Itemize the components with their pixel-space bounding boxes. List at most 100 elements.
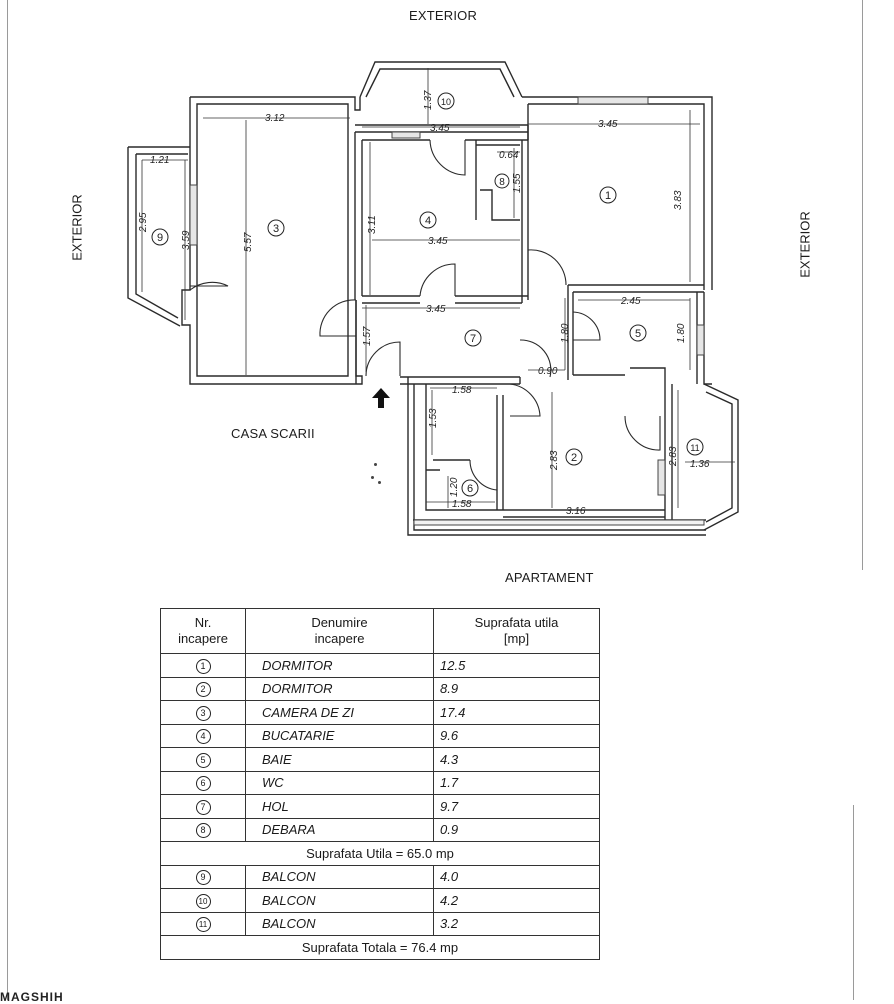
room-name: HOL — [245, 794, 434, 819]
window — [577, 96, 649, 105]
dim-2-95: 2.95 — [138, 212, 149, 233]
page-edge-left — [7, 0, 8, 1000]
scan-speck — [371, 476, 374, 479]
dim-1-80-bath: 1.80 — [676, 323, 687, 343]
room-number-4: 4 — [425, 215, 431, 227]
page-edge-right — [862, 0, 863, 570]
table-row: 8 DEBARA 0.9 — [160, 817, 600, 842]
entrance-arrow-icon — [372, 388, 390, 408]
room-name: DEBARA — [245, 817, 434, 842]
balcony-9-wall — [127, 146, 190, 327]
row-number: 1 — [195, 658, 211, 674]
dim-1-53: 1.53 — [428, 408, 439, 428]
legend-header-row: Nr. incapere Denumire incapere Suprafata… — [160, 608, 600, 654]
dim-3-45-r1: 3.45 — [598, 119, 618, 130]
utila-total: Suprafata Utila = 65.0 mp — [160, 841, 600, 866]
door-swing — [527, 249, 567, 286]
row-number: 8 — [195, 823, 211, 839]
dim-1-58-bottom: 1.58 — [452, 499, 472, 510]
dim-1-21: 1.21 — [150, 155, 169, 166]
window — [189, 184, 198, 246]
room-number-8: 8 — [499, 177, 505, 188]
header-area: Suprafata utila [mp] — [433, 608, 600, 654]
dimension-labels: 3.12 3.45 3.45 1.21 0.64 1.37 1.55 2.95 … — [138, 90, 710, 517]
table-row: 7 HOL 9.7 — [160, 794, 600, 819]
table-row: 4 BUCATARIE 9.6 — [160, 723, 600, 748]
door-swing — [365, 341, 401, 377]
room-name: BALCON — [245, 888, 434, 913]
dimension-lines — [141, 68, 735, 511]
room-marker-8 — [494, 173, 510, 189]
cut-off-text: MAGSHIH — [0, 990, 64, 1004]
room-area: 9.6 — [433, 723, 600, 748]
table-row: 3 CAMERA DE ZI 17.4 — [160, 700, 600, 725]
room-number-3: 3 — [273, 223, 279, 235]
header-name: Denumire incapere — [245, 608, 434, 654]
room-legend: Nr. incapere Denumire incapere Suprafata… — [160, 608, 600, 960]
room-name: BALCON — [245, 911, 434, 936]
dim-3-11: 3.11 — [367, 215, 378, 234]
room-number-11: 11 — [690, 443, 699, 453]
row-number: 3 — [195, 705, 211, 721]
dim-2-83-room2: 2.83 — [549, 450, 560, 471]
table-row: 10 BALCON 4.2 — [160, 888, 600, 913]
top-wall — [355, 96, 713, 290]
dim-3-16: 3.16 — [566, 506, 586, 517]
window — [391, 131, 421, 139]
room-markers: 1 2 3 4 5 6 7 8 9 10 11 — [151, 92, 704, 497]
row-number: 9 — [195, 870, 211, 886]
door-swing — [572, 311, 601, 341]
header-nr: Nr. incapere — [160, 608, 246, 654]
hall-wall — [567, 285, 666, 384]
room-name: BUCATARIE — [245, 723, 434, 748]
dim-0-90: 0.90 — [538, 366, 558, 377]
apartament-label: APARTAMENT — [505, 570, 594, 585]
room-area: 3.2 — [433, 911, 600, 936]
lower-wall — [664, 384, 673, 525]
dim-2-45: 2.45 — [620, 296, 641, 307]
scan-speck — [374, 463, 377, 466]
row-number: 5 — [195, 752, 211, 768]
room-area: 4.2 — [433, 888, 600, 913]
room-marker-11 — [686, 438, 704, 456]
dim-1-37: 1.37 — [423, 90, 434, 110]
room-number-1: 1 — [605, 190, 611, 202]
door-swing — [189, 281, 229, 291]
dim-2-83-balcony: 2.83 — [668, 446, 679, 467]
bedroom1-wall — [527, 104, 704, 300]
room-marker-1 — [599, 186, 617, 204]
room-area: 8.9 — [433, 676, 600, 701]
dim-1-57: 1.57 — [362, 326, 373, 346]
room-marker-10 — [437, 92, 455, 110]
row-number: 7 — [195, 799, 211, 815]
balcony-10-wall — [359, 61, 523, 98]
dim-1-36: 1.36 — [690, 459, 710, 470]
outer-wall — [196, 103, 349, 377]
table-row: 9 BALCON 4.0 — [160, 864, 600, 889]
hall-wall — [355, 300, 521, 385]
lower-wall — [407, 377, 706, 536]
table-row: 1 DORMITOR 12.5 — [160, 653, 600, 678]
kitchen-wall — [362, 295, 528, 304]
door-swing — [419, 263, 456, 297]
door-swing — [469, 459, 498, 491]
row-number: 6 — [195, 776, 211, 792]
table-row: 11 BALCON 3.2 — [160, 911, 600, 936]
dim-3-45-kitchen: 3.45 — [428, 236, 448, 247]
table-row: 5 BAIE 4.3 — [160, 747, 600, 772]
room-name: BAIE — [245, 747, 434, 772]
room-area: 4.0 — [433, 864, 600, 889]
window — [413, 519, 705, 526]
windows — [189, 96, 705, 526]
window — [657, 459, 666, 496]
room-area: 12.5 — [433, 653, 600, 678]
dim-3-12: 3.12 — [265, 113, 285, 124]
dim-0-64: 0.64 — [499, 150, 519, 161]
room-number-9: 9 — [157, 232, 163, 244]
utila-total-row: Suprafata Utila = 65.0 mp — [160, 841, 600, 866]
room-number-7: 7 — [470, 333, 476, 345]
window — [696, 324, 705, 356]
room-area: 4.3 — [433, 747, 600, 772]
door-swings — [189, 139, 661, 491]
lower-wall — [496, 395, 665, 518]
